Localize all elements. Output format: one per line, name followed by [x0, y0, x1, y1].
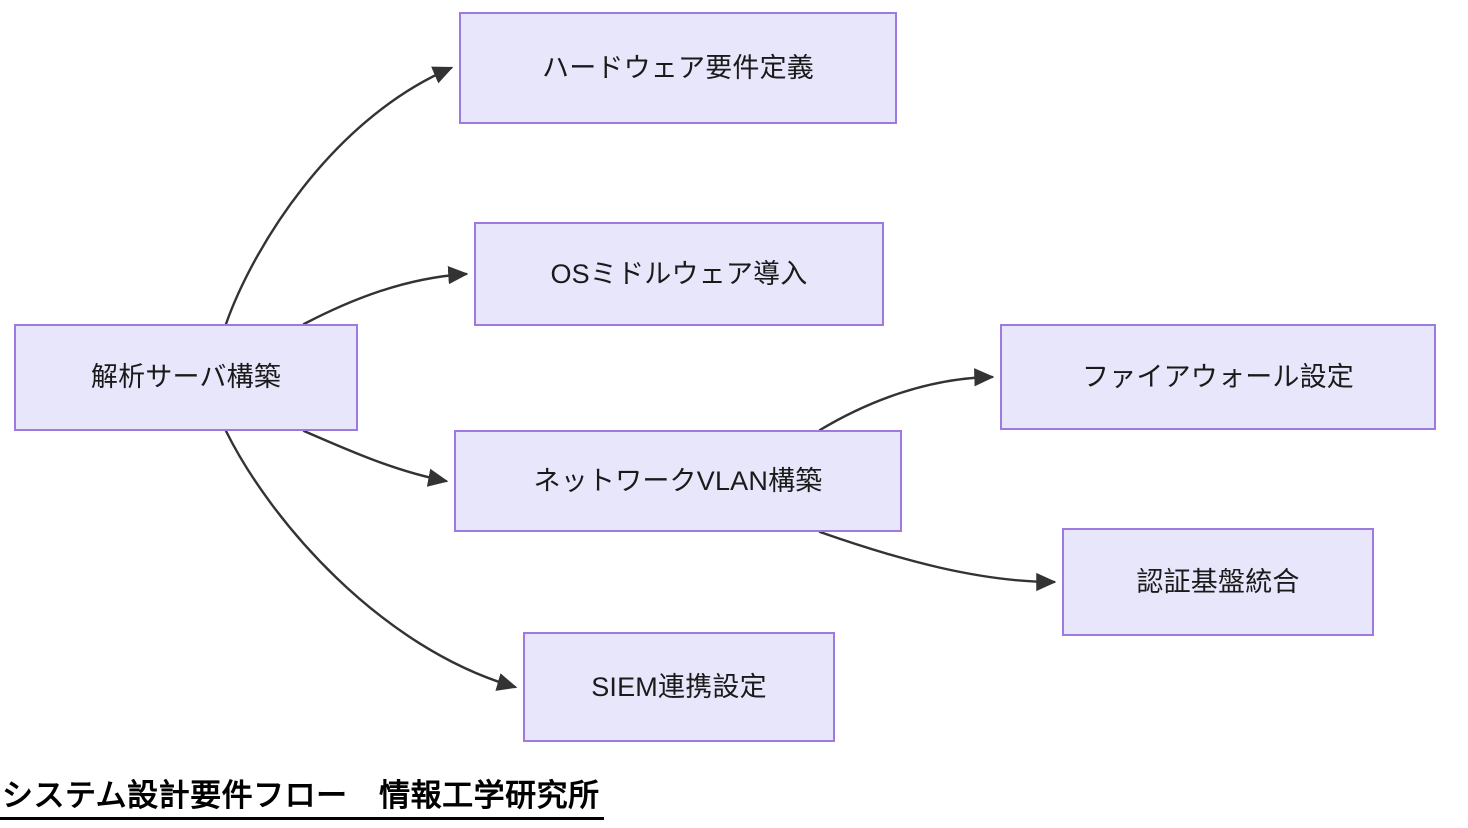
- node-label-firewall: ファイアウォール設定: [1082, 361, 1354, 392]
- edge-root-os: [302, 266, 469, 326]
- node-label-auth: 認証基盤統合: [1136, 566, 1300, 597]
- node-label-os: OSミドルウェア導入: [550, 258, 808, 289]
- node-root[interactable]: 解析サーバ構築: [14, 324, 358, 431]
- edge-vlan-auth: [818, 530, 1057, 592]
- edge-root-vlan: [302, 429, 449, 487]
- edge-vlan-firewall: [818, 368, 995, 432]
- node-hardware[interactable]: ハードウェア要件定義: [459, 12, 897, 124]
- node-siem[interactable]: SIEM連携設定: [523, 632, 835, 742]
- edge-root-hardware: [224, 66, 454, 326]
- diagram-caption: システム設計要件フロー 情報工学研究所: [0, 770, 1468, 820]
- node-label-hardware: ハードウェア要件定義: [542, 52, 814, 83]
- node-auth[interactable]: 認証基盤統合: [1062, 528, 1374, 636]
- node-os[interactable]: OSミドルウェア導入: [474, 222, 884, 326]
- diagram-caption-text: システム設計要件フロー 情報工学研究所: [0, 770, 604, 820]
- node-label-vlan: ネットワークVLAN構築: [533, 465, 823, 496]
- node-firewall[interactable]: ファイアウォール設定: [1000, 324, 1436, 430]
- node-label-siem: SIEM連携設定: [591, 671, 767, 702]
- node-vlan[interactable]: ネットワークVLAN構築: [454, 430, 902, 532]
- node-label-root: 解析サーバ構築: [90, 362, 282, 393]
